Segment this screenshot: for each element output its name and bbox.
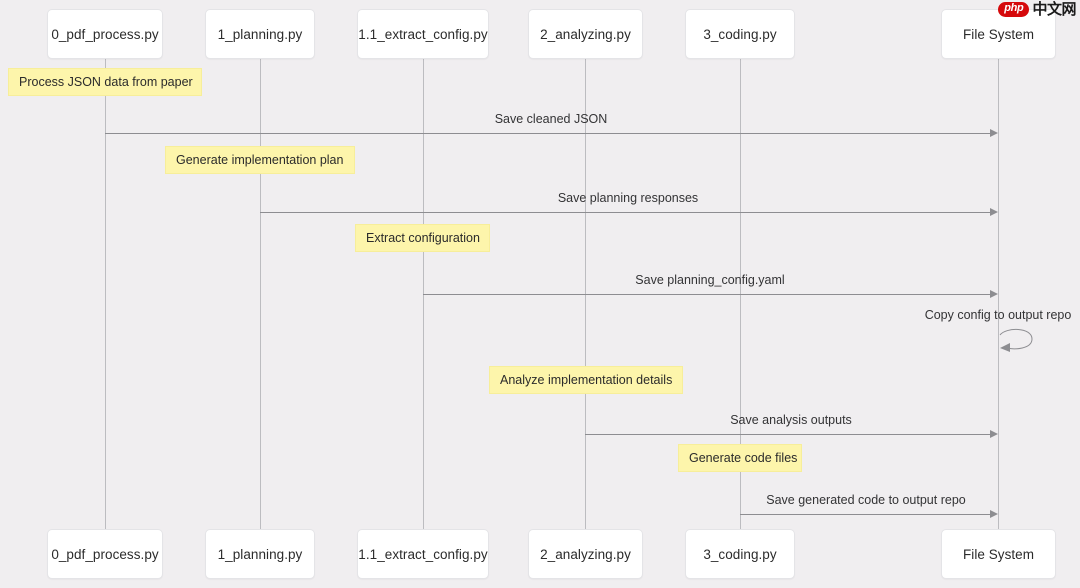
message-arrowhead-2 <box>990 290 998 298</box>
participant-label: 0_pdf_process.py <box>51 26 159 42</box>
participant-label: 1_planning.py <box>217 26 303 42</box>
participant-label: 1_planning.py <box>217 546 303 562</box>
message-label-4: Save generated code to output repo <box>766 493 966 507</box>
message-arrowhead-4 <box>990 510 998 518</box>
watermark-label: 中文网 <box>1032 1 1076 18</box>
note-text: Generate code files <box>689 451 798 465</box>
participant-label: 3_coding.py <box>703 546 777 562</box>
note-0[interactable]: Process JSON data from paper <box>8 68 202 96</box>
message-label-1: Save planning responses <box>557 191 699 205</box>
note-2[interactable]: Extract configuration <box>355 224 490 252</box>
participant-label: 0_pdf_process.py <box>51 546 159 562</box>
note-text: Generate implementation plan <box>176 153 344 167</box>
participant-label: 1.1_extract_config.py <box>358 26 488 42</box>
participant-coding-top[interactable]: 3_coding.py <box>685 9 795 59</box>
note-text: Process JSON data from paper <box>19 75 193 89</box>
php-logo-badge: php <box>998 2 1030 17</box>
message-label-2: Save planning_config.yaml <box>635 273 785 287</box>
participant-label: 2_analyzing.py <box>540 546 631 562</box>
participant-planning-bottom[interactable]: 1_planning.py <box>205 529 315 579</box>
participant-pdf-bottom[interactable]: 0_pdf_process.py <box>47 529 163 579</box>
participant-label: 1.1_extract_config.py <box>358 546 488 562</box>
participant-coding-bottom[interactable]: 3_coding.py <box>685 529 795 579</box>
participant-extract-top[interactable]: 1.1_extract_config.py <box>357 9 489 59</box>
lifeline-pdf <box>105 59 106 529</box>
participant-extract-bottom[interactable]: 1.1_extract_config.py <box>357 529 489 579</box>
participant-label: 2_analyzing.py <box>540 26 631 42</box>
message-line-4 <box>740 514 990 515</box>
participant-planning-top[interactable]: 1_planning.py <box>205 9 315 59</box>
message-arrowhead-3 <box>990 430 998 438</box>
lifeline-fs <box>998 59 999 529</box>
self-message-label-0: Copy config to output repo <box>924 308 1072 322</box>
note-3[interactable]: Analyze implementation details <box>489 366 683 394</box>
lifeline-planning <box>260 59 261 529</box>
self-message-loop-0 <box>996 325 1044 364</box>
message-label-0: Save cleaned JSON <box>494 112 608 126</box>
message-line-0 <box>105 133 990 134</box>
watermark: php 中文网 <box>998 2 1076 17</box>
participant-label: File System <box>962 546 1035 562</box>
participant-pdf-top[interactable]: 0_pdf_process.py <box>47 9 163 59</box>
note-text: Extract configuration <box>366 231 480 245</box>
note-1[interactable]: Generate implementation plan <box>165 146 355 174</box>
message-line-2 <box>423 294 990 295</box>
message-line-3 <box>585 434 990 435</box>
participant-label: File System <box>962 26 1035 42</box>
participant-fs-top[interactable]: File System <box>941 9 1056 59</box>
message-label-3: Save analysis outputs <box>730 413 852 427</box>
participant-fs-bottom[interactable]: File System <box>941 529 1056 579</box>
participant-analyze-bottom[interactable]: 2_analyzing.py <box>528 529 643 579</box>
note-text: Analyze implementation details <box>500 373 673 387</box>
message-arrowhead-0 <box>990 129 998 137</box>
message-arrowhead-1 <box>990 208 998 216</box>
participant-label: 3_coding.py <box>703 26 777 42</box>
note-4[interactable]: Generate code files <box>678 444 802 472</box>
message-line-1 <box>260 212 990 213</box>
participant-analyze-top[interactable]: 2_analyzing.py <box>528 9 643 59</box>
